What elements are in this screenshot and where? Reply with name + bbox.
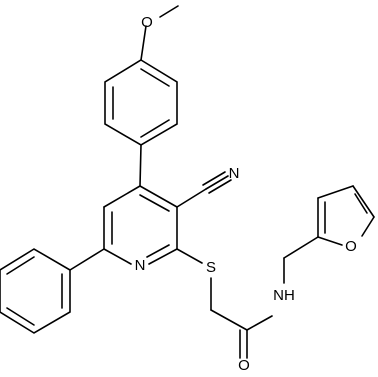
furan-c3-c4 [317,185,354,199]
pyridine-ring [103,185,178,265]
triple-bond-line-1 [205,175,229,190]
furan-inner-bond-2 [354,193,368,214]
phenyl-hexagon [0,248,71,334]
furan-ring [283,185,375,259]
pyridine-n-c6 [103,248,132,265]
pyridine-c5-c4 [103,185,141,208]
nitrile-group [176,171,232,208]
triple-bond-line-3 [208,179,232,194]
atom-label-o-furan: O [345,238,357,255]
phenyl-ring [0,248,71,334]
bond-c2-s [176,248,203,264]
methoxy-group [140,5,179,61]
atom-label-nh: NH [273,287,295,304]
bond-co-nh [246,315,273,331]
atom-label-o-methoxy: O [141,14,153,31]
methoxyphenyl-ring [104,59,178,146]
atom-label-s: S [206,259,216,276]
pyridine-c2-n [148,248,178,265]
atom-label-n-nitrile: N [229,165,240,182]
thioether-chain [176,248,248,331]
furan-o-c2 [317,236,343,246]
furan-c5-o [361,216,375,237]
bond-pyridine-phenyl [69,248,105,271]
furan-c4-c5 [352,185,375,218]
bond-o-aryl [140,25,147,61]
pyridine-inner-bond-2 [146,244,170,258]
methoxyphenyl-hexagon [104,59,178,146]
pyridine-inner-bond-1 [139,194,170,212]
atom-label-n-pyridine: N [135,257,146,274]
bond-aryl-pyridine [139,144,142,187]
methoxyphenyl-inner-bond-2 [140,119,170,138]
triple-bond-line-2 [202,171,226,186]
pyridine-c4-c3 [139,185,178,208]
bond-ch2-co [210,309,248,331]
bond-c3-cn [176,188,207,208]
methoxyphenyl-inner-bond-1 [140,68,170,87]
amide-group [239,257,285,359]
bond-ch2-furan [283,236,319,259]
phenyl-inner-bond-3 [6,256,35,275]
bond-methyl-o [159,5,179,18]
phenyl-inner-bond-2 [6,307,35,326]
atom-label-o-carbonyl: O [238,357,250,372]
